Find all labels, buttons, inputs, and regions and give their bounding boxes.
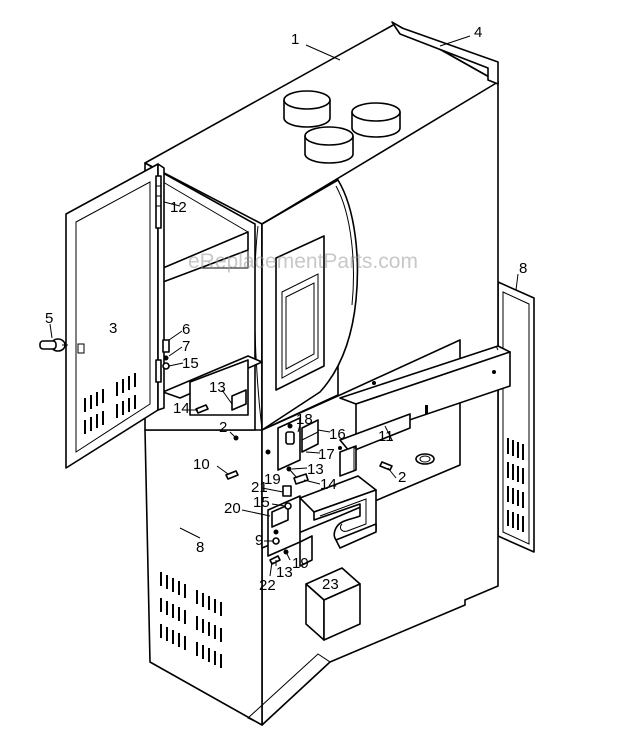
callout-13-middle: 13 xyxy=(307,461,324,478)
right-side-panel xyxy=(497,281,535,553)
callout-1: 1 xyxy=(291,31,299,48)
cabinet-interior xyxy=(144,162,263,431)
open-door xyxy=(65,163,165,469)
door-hinge-hardware xyxy=(155,339,247,414)
callout-19-lower: 19 xyxy=(292,555,309,572)
burner-tube-assembly xyxy=(299,475,377,567)
callout-2-left: 2 xyxy=(219,419,227,436)
callout-5: 5 xyxy=(45,310,53,327)
callout-3: 3 xyxy=(109,320,117,337)
lower-mount-plate xyxy=(339,413,435,477)
door-lock xyxy=(39,338,68,352)
callout-14-middle: 14 xyxy=(320,476,337,493)
callout-7: 7 xyxy=(182,338,190,355)
watermark-text: eReplacementParts.com xyxy=(188,250,418,273)
callout-13-upper: 13 xyxy=(209,379,226,396)
door-spring-rod xyxy=(155,175,162,229)
right-panel-louvers xyxy=(507,438,524,532)
lower-left-louvers xyxy=(160,572,222,668)
callout-22: 22 xyxy=(259,577,276,594)
callout-21: 21 xyxy=(251,479,268,496)
callout-9: 9 xyxy=(255,532,263,549)
callout-14-left: 14 xyxy=(173,400,190,417)
callout-13-lower: 13 xyxy=(276,564,293,581)
callout-19-upper: 19 xyxy=(264,471,281,488)
leader-lines xyxy=(49,35,519,577)
flue-collars xyxy=(283,90,401,164)
top-trim xyxy=(391,21,499,85)
callout-2-right: 2 xyxy=(398,469,406,486)
callout-12: 12 xyxy=(170,199,187,216)
callout-8-right-panel: 8 xyxy=(519,260,527,277)
door-latch-slot xyxy=(77,343,85,354)
callout-10: 10 xyxy=(193,456,210,473)
control-bracket xyxy=(277,417,319,485)
callout-16: 16 xyxy=(329,426,346,443)
callout-15-lower: 15 xyxy=(253,494,270,511)
callout-labels: 1 2 2 3 4 5 6 7 8 8 9 10 11 12 13 13 13 … xyxy=(45,24,527,594)
callout-23: 23 xyxy=(322,576,339,593)
callout-17: 17 xyxy=(318,446,335,463)
control-module xyxy=(305,567,361,641)
callout-11: 11 xyxy=(378,428,394,445)
door-louvers xyxy=(84,373,136,434)
callout-4: 4 xyxy=(474,24,482,41)
mounting-rail xyxy=(339,345,511,439)
callout-20: 20 xyxy=(224,500,241,517)
callout-18: 18 xyxy=(296,411,313,428)
callout-8-lower-body: 8 xyxy=(196,539,204,556)
callout-6: 6 xyxy=(182,321,190,338)
callout-15-upper: 15 xyxy=(182,355,199,372)
